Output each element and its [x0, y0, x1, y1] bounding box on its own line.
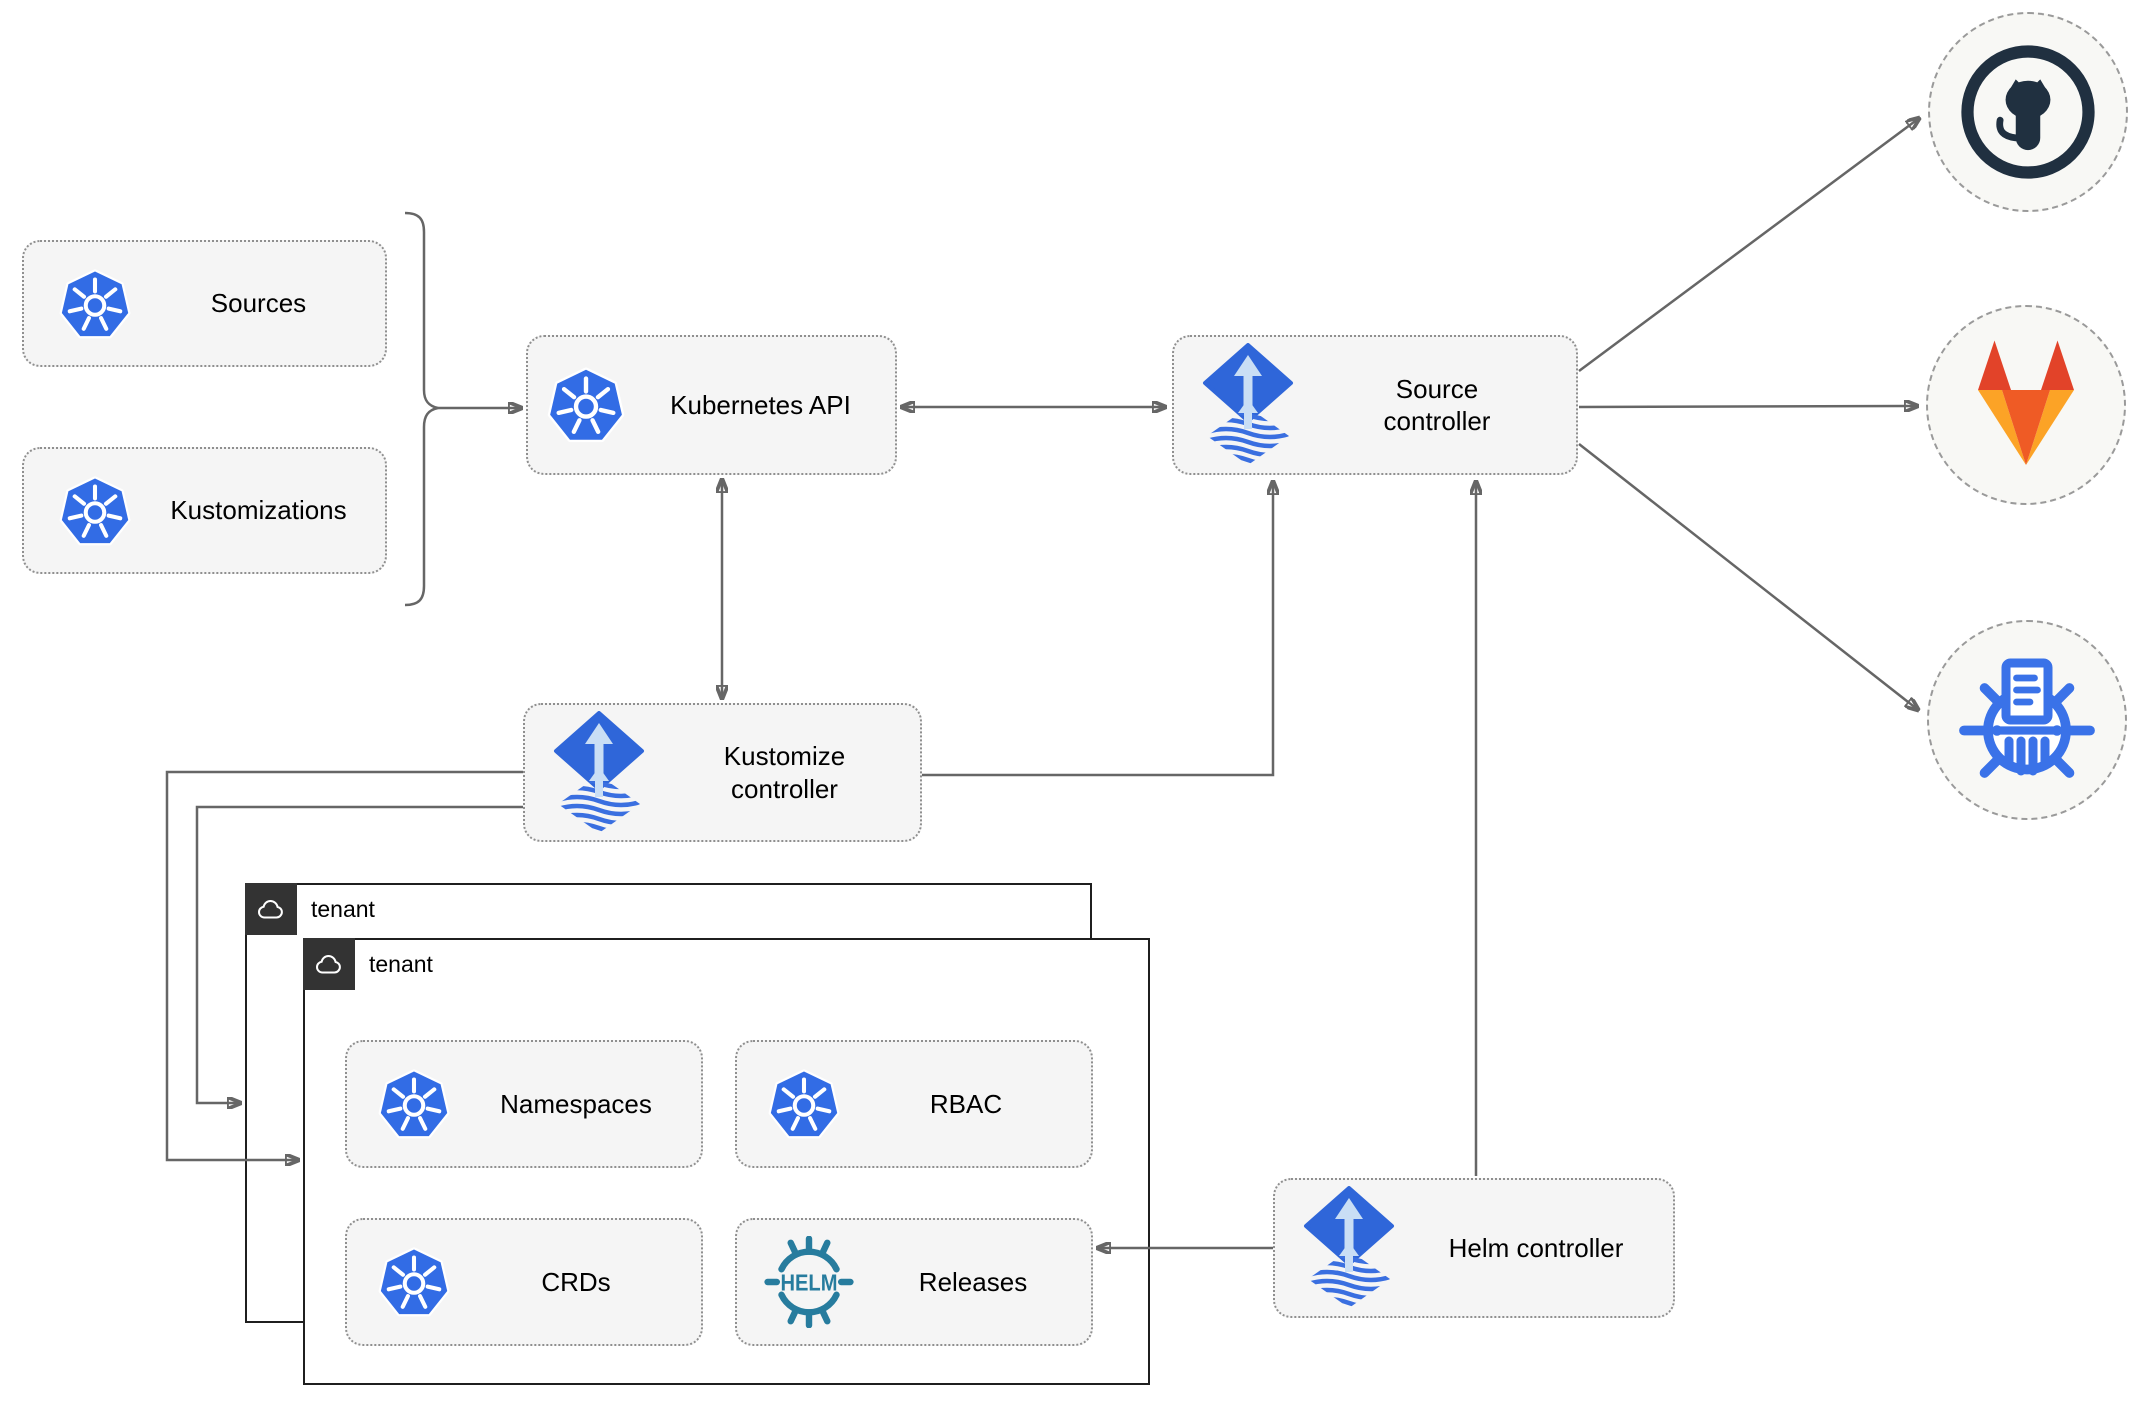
node-label: Namespaces: [500, 1088, 652, 1119]
edge-source-controller-to-github: [1578, 119, 1918, 373]
kubernetes-icon: [58, 266, 132, 342]
flux-icon: [1299, 1186, 1399, 1310]
cloud-icon: [313, 952, 345, 977]
node-rbac: RBAC: [735, 1040, 1093, 1168]
node-kustomizations: Kustomizations: [22, 447, 387, 574]
flux-icon: [549, 711, 649, 835]
node-namespaces: Namespaces: [345, 1040, 703, 1168]
node-label: Helm controller: [1448, 1232, 1624, 1263]
kubernetes-icon: [58, 473, 132, 549]
external-chartmuseum: [1927, 620, 2127, 820]
node-label: Source controller: [1383, 373, 1491, 437]
github-icon: [1960, 44, 2096, 180]
edge-source-controller-to-chartmuseum: [1578, 443, 1917, 709]
node-helm-controller: Helm controller: [1273, 1178, 1675, 1318]
kubernetes-icon: [377, 1066, 451, 1142]
edge-kustomize-controller-to-source-controller: [922, 483, 1273, 777]
edge-source-controller-to-gitlab: [1578, 406, 1916, 407]
node-label: CRDs: [541, 1266, 611, 1297]
tenant-label: tenant: [369, 950, 433, 977]
tenant-label-badge: [245, 883, 297, 935]
node-source-controller: Source controller: [1172, 335, 1578, 475]
gitlab-icon: [1951, 336, 2101, 474]
brace-sources-group: [404, 211, 439, 607]
external-github: [1928, 12, 2128, 212]
tenant-label-badge: [303, 938, 355, 990]
kubernetes-icon: [377, 1244, 451, 1320]
node-crds: CRDs: [345, 1218, 703, 1346]
helm-icon: [763, 1236, 855, 1328]
node-sources: Sources: [22, 240, 387, 367]
node-label: Kubernetes API: [670, 389, 851, 420]
tenant-label: tenant: [311, 895, 375, 922]
node-kustomize-controller: Kustomize controller: [523, 703, 922, 842]
node-releases: Releases: [735, 1218, 1093, 1346]
node-label: Sources: [210, 288, 307, 319]
chartmuseum-icon: [1952, 645, 2102, 795]
kubernetes-icon: [546, 364, 626, 446]
cloud-icon: [255, 897, 287, 922]
node-kubernetes-api: Kubernetes API: [526, 335, 897, 475]
node-label: RBAC: [929, 1088, 1003, 1119]
node-label: Kustomizations: [170, 495, 347, 526]
external-gitlab: [1926, 305, 2126, 505]
node-label: Kustomize controller: [723, 741, 846, 804]
node-label: Releases: [918, 1266, 1028, 1297]
flux-icon: [1198, 343, 1298, 467]
kubernetes-icon: [767, 1066, 841, 1142]
